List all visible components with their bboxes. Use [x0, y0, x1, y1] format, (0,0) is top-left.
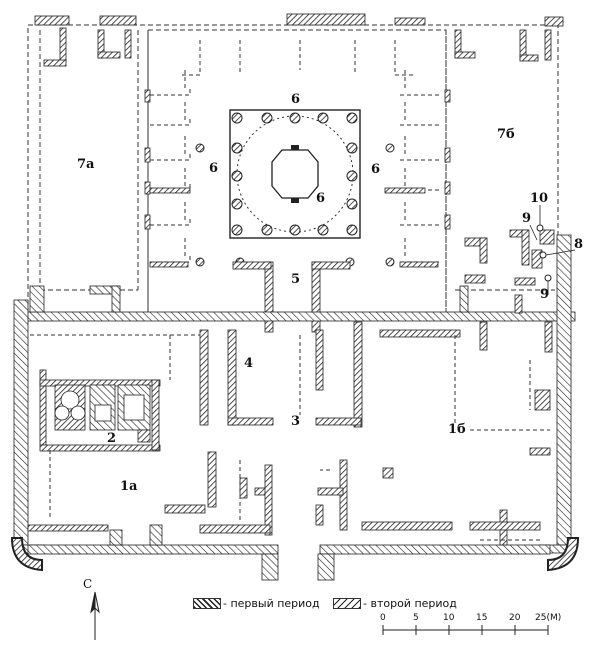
label-room-7b: 7б — [497, 127, 515, 142]
lower-dashed — [30, 334, 550, 541]
corridor-walls — [232, 261, 351, 333]
scale-tick-25: 25(М) — [535, 613, 562, 623]
label-room-6-center: 6 — [316, 191, 326, 206]
label-room-7a: 7а — [77, 157, 95, 172]
north-label: С — [83, 577, 93, 591]
north-arrow-icon — [90, 591, 100, 640]
label-marker-10: 10 — [530, 191, 549, 206]
left-wall — [13, 299, 45, 554]
hall-walls — [144, 89, 451, 268]
legend-swatch-first-period — [193, 598, 221, 609]
legend-second-period: - второй период — [363, 597, 457, 610]
label-room-2: 2 — [107, 431, 117, 446]
corner-towers — [10, 537, 580, 572]
label-room-6-right: 6 — [371, 162, 381, 177]
legend-first-period: - первый период — [223, 597, 320, 610]
label-marker-9-bottom: 9 — [540, 287, 550, 302]
inner-square — [229, 109, 361, 239]
label-room-1a: 1а — [120, 479, 138, 494]
hall-pillars — [150, 40, 440, 263]
label-marker-8: 8 — [574, 237, 584, 252]
label-marker-9-top: 9 — [522, 211, 532, 226]
mid-wall — [14, 285, 576, 322]
label-room-5: 5 — [291, 272, 301, 287]
lower-left-walls — [27, 329, 274, 536]
scale-tick-10: 10 — [443, 613, 455, 623]
bath-complex — [54, 384, 151, 443]
label-room-1b: 1б — [448, 422, 466, 437]
label-room-6-top: 6 — [291, 92, 301, 107]
scale-tick-0: 0 — [380, 613, 386, 623]
scale-tick-20: 20 — [509, 613, 521, 623]
label-room-4: 4 — [244, 356, 254, 371]
markers-8-10 — [536, 224, 552, 282]
scale-tick-15: 15 — [476, 613, 488, 623]
label-room-3: 3 — [291, 414, 301, 429]
room-7b-walls — [464, 229, 555, 314]
legend-swatch-second-period — [333, 598, 361, 609]
bottom-wall — [27, 524, 551, 581]
lower-right-walls — [315, 321, 553, 546]
scale-bar — [382, 625, 549, 635]
scale-tick-5: 5 — [413, 613, 419, 623]
label-room-6-left: 6 — [209, 161, 219, 176]
top-wall — [34, 13, 564, 67]
right-wall — [539, 234, 572, 554]
leader-lines — [529, 205, 576, 295]
